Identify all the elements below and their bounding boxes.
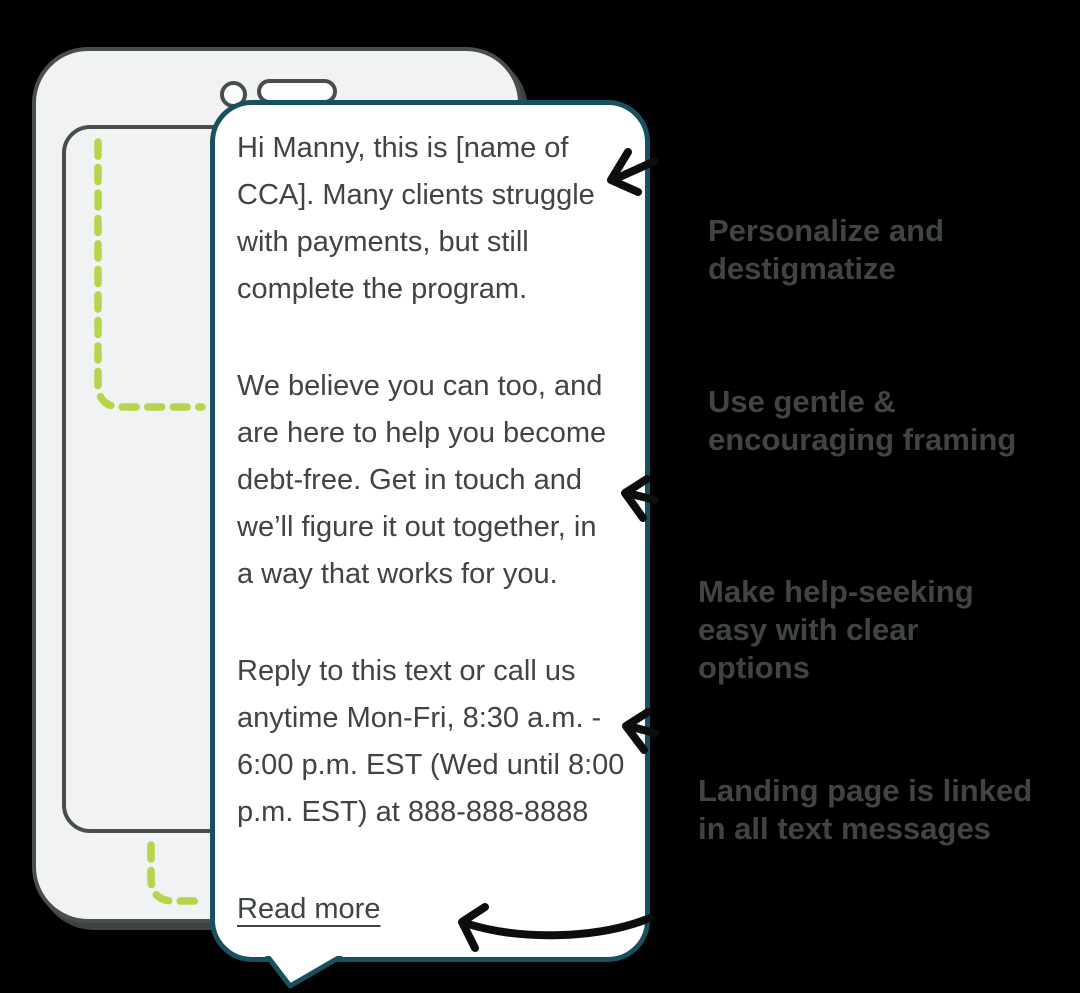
- annotation-line: Make help-seeking: [698, 574, 974, 609]
- message-line: a way that works for you.: [237, 558, 558, 590]
- message-bubble: [210, 100, 650, 962]
- annotation-help-seeking: Make help-seeking easy with clear option…: [698, 573, 974, 687]
- message-line: are here to help you become: [237, 417, 607, 449]
- annotation-line: Use gentle &: [708, 384, 896, 419]
- message-paragraph: We believe you can too, and are here to …: [237, 363, 635, 598]
- message-line: we’ll figure it out together, in: [237, 511, 597, 543]
- message-line: with payments, but still: [237, 226, 529, 258]
- annotation-line: destigmatize: [708, 251, 896, 286]
- annotation-line: in all text messages: [698, 811, 991, 846]
- message-line: 6:00 p.m. EST (Wed until 8:00: [237, 749, 625, 781]
- annotation-line: Personalize and: [708, 213, 945, 248]
- message-line: complete the program.: [237, 273, 528, 305]
- message-line: p.m. EST) at 888-888-8888: [237, 796, 589, 828]
- message-line: anytime Mon-Fri, 8:30 a.m. -: [237, 702, 602, 734]
- message-line: We believe you can too, and: [237, 370, 603, 402]
- read-more-link[interactable]: Read more: [237, 893, 381, 925]
- message-line: debt-free. Get in touch and: [237, 464, 582, 496]
- message-line: Hi Manny, this is [name of: [237, 132, 569, 164]
- message-line: Reply to this text or call us: [237, 655, 576, 687]
- annotation-line: easy with clear: [698, 612, 919, 647]
- annotation-gentle-framing: Use gentle & encouraging framing: [708, 383, 1016, 459]
- annotation-line: Landing page is linked: [698, 773, 1033, 808]
- annotation-line: encouraging framing: [708, 422, 1017, 457]
- message-paragraph: Reply to this text or call us anytime Mo…: [237, 648, 635, 836]
- annotation-personalize-destigmatize: Personalize and destigmatize: [708, 212, 944, 288]
- annotation-line: options: [698, 650, 810, 685]
- message-text: Hi Manny, this is [name of CCA]. Many cl…: [237, 125, 635, 933]
- message-paragraph: Hi Manny, this is [name of CCA]. Many cl…: [237, 125, 635, 313]
- annotation-landing-page: Landing page is linked in all text messa…: [698, 772, 1032, 848]
- message-line: CCA]. Many clients struggle: [237, 179, 595, 211]
